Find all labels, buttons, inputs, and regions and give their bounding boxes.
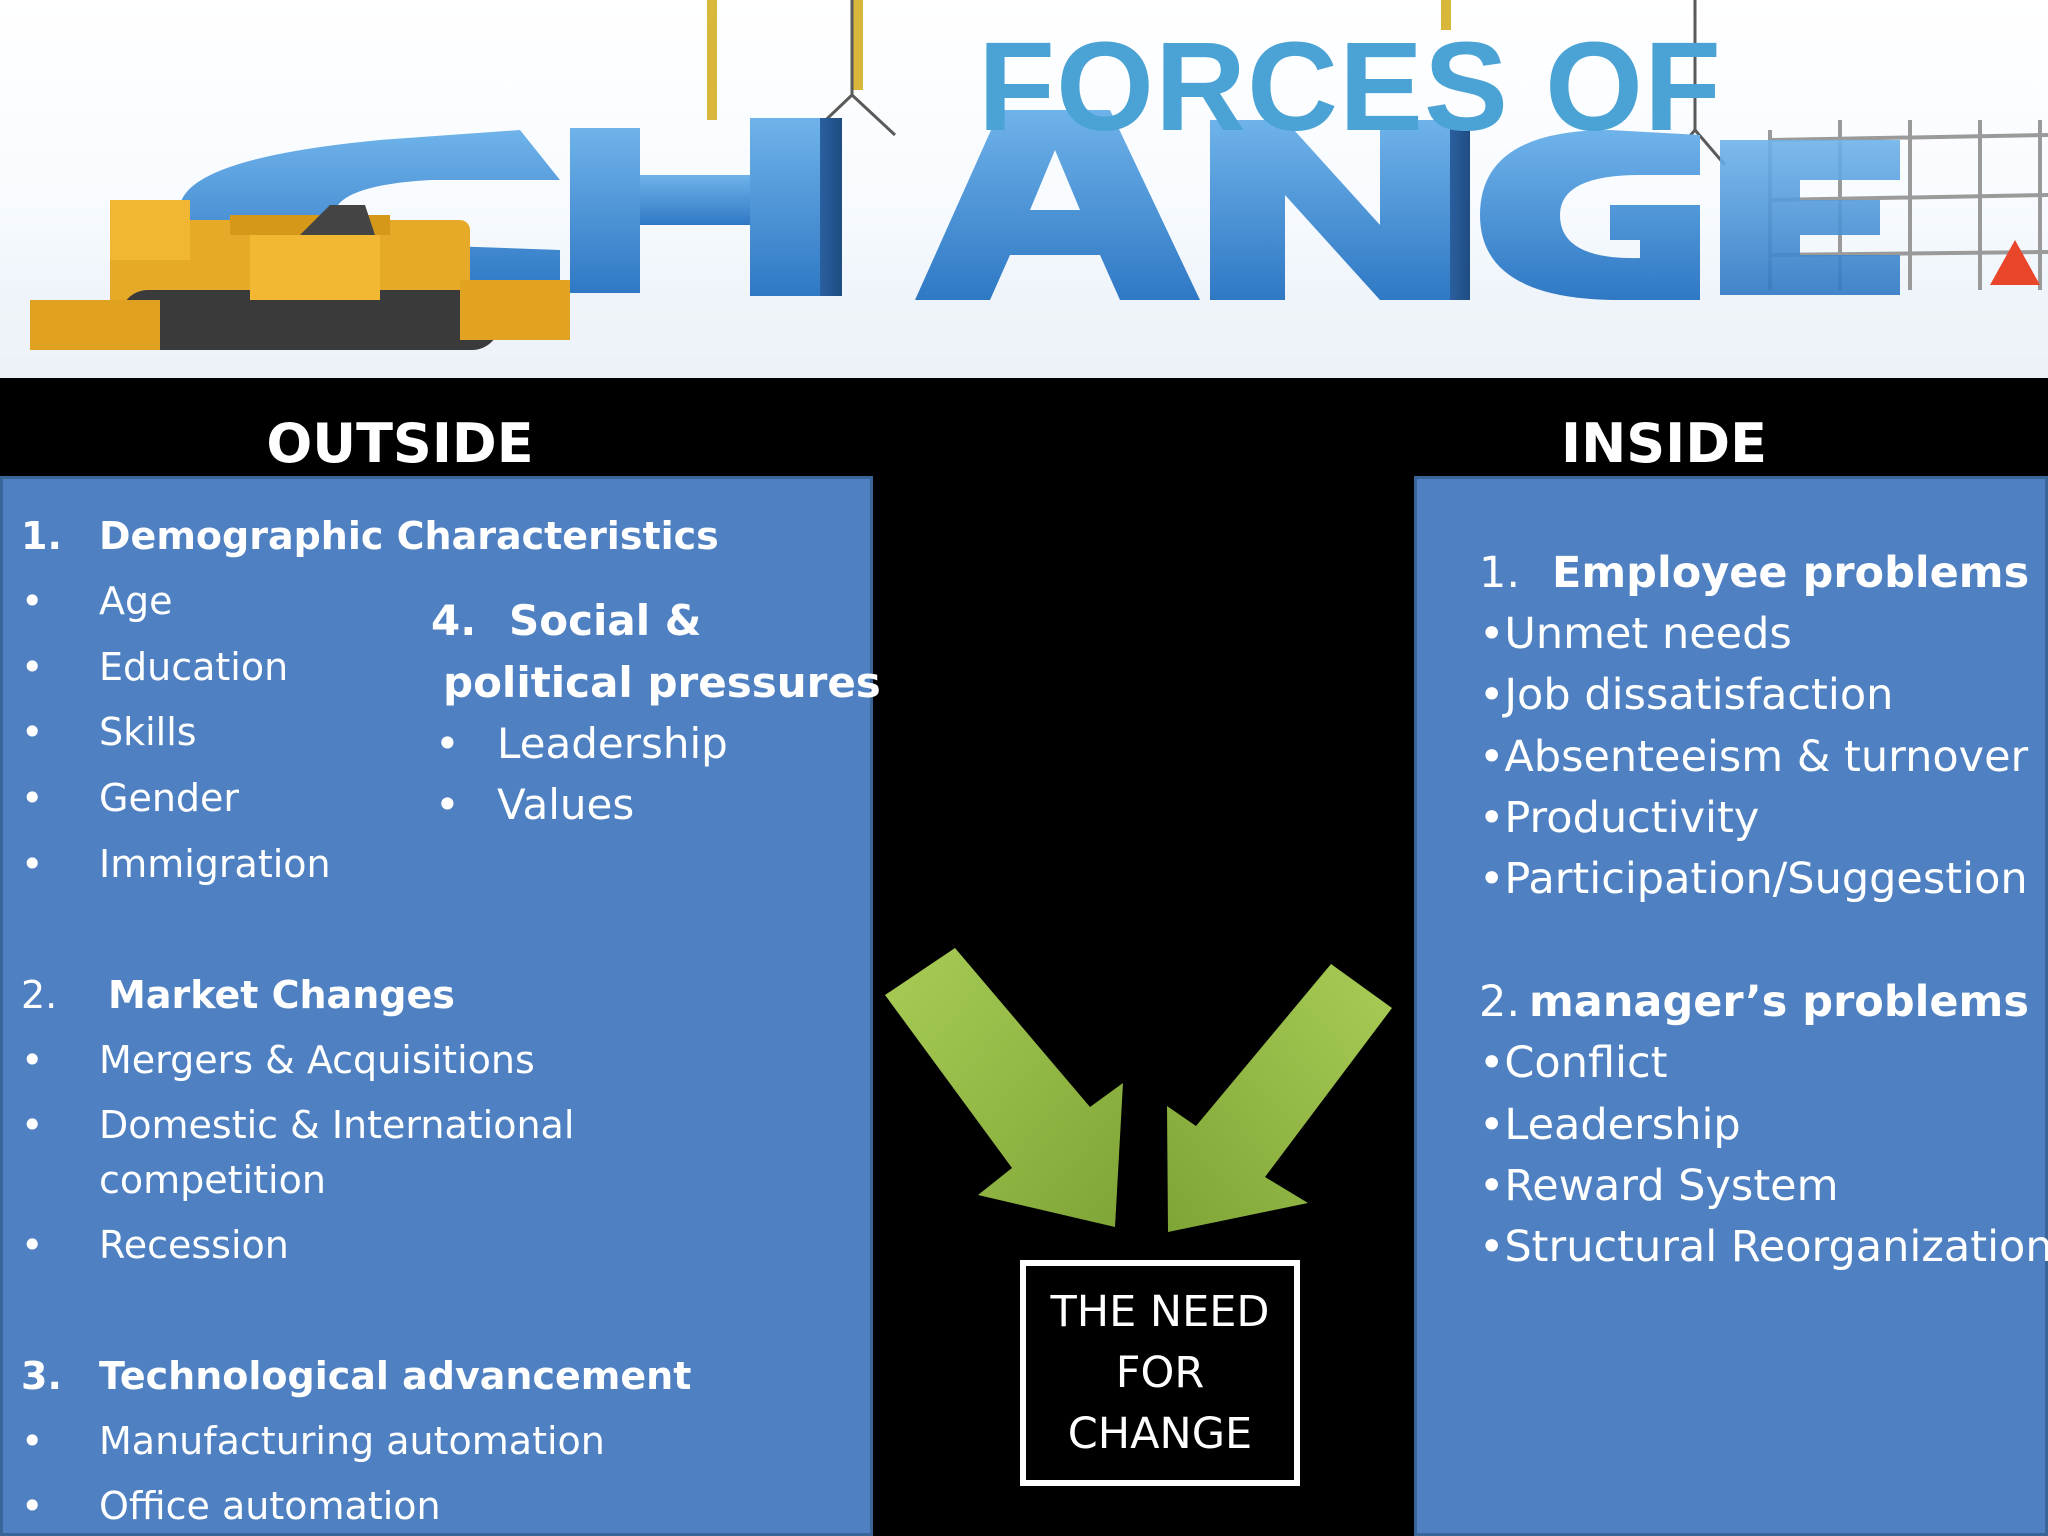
list-item: •Productivity	[1479, 793, 1760, 843]
list-item-label: Domestic & International	[99, 1103, 575, 1147]
group-title: Demographic Characteristics	[99, 514, 719, 558]
list-item-label: Gender	[99, 776, 240, 820]
group-number: 1.	[21, 514, 62, 558]
bullet: •	[21, 1223, 44, 1267]
box-line: THE NEED	[1050, 1286, 1270, 1337]
list-item-label: Leadership	[497, 719, 728, 768]
list-item: •Structural Reorganization	[1479, 1222, 2048, 1272]
bulldozer-icon	[30, 200, 570, 350]
banner-illustration	[0, 0, 2048, 378]
group-number: 2.	[1479, 977, 1521, 1027]
bullet: •	[21, 1038, 44, 1082]
bullet: •	[435, 719, 460, 768]
group-title: Technological advancement	[99, 1354, 692, 1398]
group-number: 1.	[1479, 548, 1521, 598]
box-line: CHANGE	[1067, 1408, 1253, 1459]
list-item: •Participation/Suggestion	[1479, 854, 2028, 904]
list-item-label: Mergers & Acquisitions	[99, 1038, 535, 1082]
group-title: manager’s problems	[1529, 977, 2029, 1027]
left-arrow-icon	[885, 948, 1123, 1227]
page-title: FORCES OF	[978, 16, 1723, 157]
group-number: 2.	[21, 973, 58, 1017]
list-item: •Absenteeism & turnover	[1479, 732, 2029, 782]
need-for-change-box: THE NEED FOR CHANGE	[1020, 1260, 1300, 1486]
list-item-label: Skills	[99, 710, 197, 754]
group-manager: 2. manager’s problems	[1479, 976, 2029, 1028]
bullet: •	[435, 780, 460, 829]
list-item-label: Immigration	[99, 842, 331, 886]
group-number: 3.	[21, 1354, 62, 1398]
bullet: •	[21, 1484, 44, 1528]
list-item-label: Age	[99, 579, 173, 623]
group-employee: 1. Employee problems	[1479, 547, 2029, 599]
inside-heading: INSIDE	[1561, 412, 1767, 475]
list-item: •Unmet needs	[1479, 609, 1792, 659]
list-item: •Reward System	[1479, 1161, 1839, 1211]
bullet: •	[21, 710, 44, 754]
right-arrow-icon	[1167, 964, 1392, 1232]
list-item: •Leadership	[1479, 1100, 1741, 1150]
group-title: Social &	[509, 596, 702, 645]
bullet: •	[21, 645, 44, 689]
list-item: •Conflict	[1479, 1038, 1668, 1088]
bullet: •	[21, 842, 44, 886]
list-item-label: Office automation	[99, 1484, 441, 1528]
group-social-title-line2: political pressures	[443, 658, 881, 707]
outside-heading: OUTSIDE	[266, 412, 534, 475]
traffic-cone-icon	[1990, 240, 2040, 285]
list-item-label: Recession	[99, 1223, 289, 1267]
bullet: •	[21, 1419, 44, 1463]
group-title: Employee problems	[1552, 548, 2030, 598]
list-item-label: Manufacturing automation	[99, 1419, 605, 1463]
outside-panel: 1. Demographic Characteristics • Age • E…	[0, 476, 881, 1536]
banner: FORCES OF	[0, 0, 2048, 378]
converging-arrows	[885, 948, 1392, 1232]
group-number: 4.	[431, 596, 477, 645]
list-item-label: competition	[99, 1158, 326, 1202]
list-item-label: Values	[497, 780, 635, 829]
crane-structure	[707, 0, 1451, 120]
list-item: •Job dissatisfaction	[1479, 670, 1894, 720]
group-title: Market Changes	[108, 973, 455, 1017]
box-line: FOR	[1115, 1347, 1205, 1398]
group-social: 4. Social &	[431, 595, 701, 647]
inside-panel: 1. Employee problems •Unmet needs •Job d…	[1414, 476, 2048, 1536]
list-item-label: Education	[99, 645, 289, 689]
bullet: •	[21, 1103, 44, 1147]
bullet: •	[21, 776, 44, 820]
bullet: •	[21, 579, 44, 623]
